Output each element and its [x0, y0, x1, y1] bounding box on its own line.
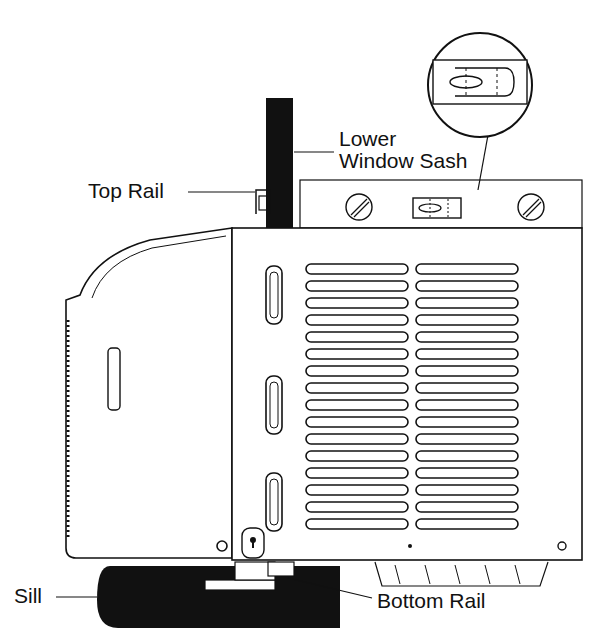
sill-label: Sill — [14, 585, 42, 607]
cabinet — [232, 228, 582, 560]
front-grille — [66, 228, 232, 558]
leader-line — [288, 578, 372, 598]
rail-label: Bottom Rail — [377, 590, 486, 612]
sash-label: Lower Window Sash — [339, 128, 471, 172]
bottom-rail — [205, 580, 275, 590]
mounting-bracket — [300, 180, 582, 228]
window-sill — [97, 566, 340, 628]
vent-slots — [305, 262, 523, 534]
detail-magnifier — [428, 33, 532, 137]
leader-line — [188, 191, 255, 192]
leader-line — [56, 596, 97, 597]
top-rail — [256, 190, 270, 214]
leader-line — [294, 151, 334, 152]
rail-label: Top Rail — [88, 180, 164, 202]
